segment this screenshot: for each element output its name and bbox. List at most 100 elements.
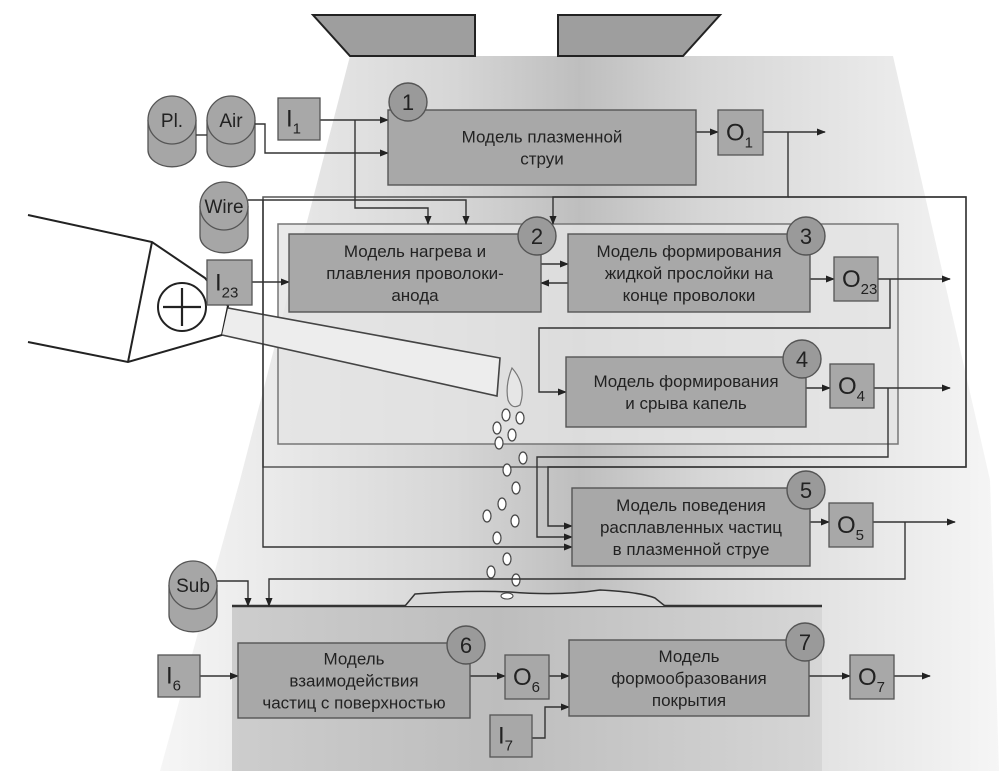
block-number: 3 [800,224,812,249]
source-label: Wire [204,197,243,218]
block-text-line: в плазменной струе [613,540,770,559]
io-main-label: O [858,664,877,691]
block-number-badge [446,625,486,665]
arrow-o5-to-substrate [265,522,906,607]
block-text-line: плавления проволоки- [326,264,504,283]
block-text-line: Модель [323,650,384,669]
block-text-line: анода [391,286,439,305]
source-label: Sub [176,576,210,597]
block-number: 2 [531,224,543,249]
droplet [515,411,525,425]
block-number: 1 [402,90,414,115]
io-subscript: 7 [505,738,513,755]
io-main-label: O [838,373,857,400]
block-number: 7 [799,630,811,655]
block-number-badge [786,216,826,256]
block-number: 5 [800,478,812,503]
droplets [482,408,528,600]
svg-text:O1: O1 [726,120,753,152]
io-main-label: I [498,723,505,750]
svg-text:I6: I6 [166,663,181,695]
droplet [501,408,511,422]
input-i1: I1 [277,97,321,141]
source-label: Air [219,111,243,132]
svg-text:I1: I1 [286,106,301,138]
input-i7: I7 [489,714,533,758]
block-text-line: жидкой прослойки на [605,264,774,283]
io-main-label: O [513,664,532,691]
output-o23: O23 [833,256,879,302]
block-number-badge [782,339,822,379]
source-cylinder-sub: Sub [168,560,218,633]
output-o6: O6 [504,654,550,700]
block-text-line: расплавленных частиц [600,518,782,537]
droplet [502,463,512,477]
droplet [511,573,521,587]
droplet [507,428,517,442]
block-text-line: частиц с поверхностью [262,694,445,713]
arrow-wire-to-block2 [248,199,470,225]
io-subscript: 23 [861,281,878,298]
io-main-label: O [837,512,856,539]
arrow-i7-to-block7 [532,703,570,739]
block-number-badge [517,216,557,256]
input-i23: I23 [206,259,253,306]
source-cylinder-wire: Wire [199,181,249,254]
block-text-line: взаимодействия [289,672,418,691]
io-subscript: 1 [745,135,753,152]
coating-layer [404,589,666,607]
svg-text:O4: O4 [838,373,865,405]
block-text-line: Модель поведения [616,496,766,515]
block-text-line: Модель плазменной [462,128,623,147]
io-main-label: O [726,120,745,147]
arrow-o23-to-block4 [538,279,891,396]
output-o4: O4 [829,363,875,409]
svg-text:I23: I23 [215,270,238,302]
io-subscript: 6 [173,678,181,695]
io-subscript: 23 [222,285,239,302]
block-number-badge [785,622,825,662]
input-i6: I6 [157,654,201,698]
block-text-line: Модель нагрева и [344,242,486,261]
output-o5: O5 [828,502,874,548]
svg-text:O23: O23 [842,266,877,298]
io-subscript: 7 [877,679,885,696]
io-subscript: 1 [293,121,301,138]
arrow-wire-to-block5 [262,200,573,551]
arrow-o4-to-block5 [536,388,889,541]
anode-symbol [157,282,207,332]
model-block-2: Модель нагрева и плавления проволоки-анод… [288,216,557,313]
svg-text:O5: O5 [837,512,864,544]
droplet [497,497,507,511]
block-number: 4 [796,347,808,372]
molten-drop [506,366,523,408]
model-block-5: Модель поведения расплавленных частиц в пл… [571,470,826,567]
droplet [510,514,520,528]
block-text-line: формообразования [611,669,766,688]
block-text-line: покрытия [652,691,726,710]
output-o1: O1 [717,109,764,156]
io-main-label: I [166,663,173,690]
droplet [494,436,504,450]
arrow-o1-to-block2 [549,132,789,225]
io-subscript: 4 [857,388,865,405]
svg-text:O6: O6 [513,664,540,696]
svg-text:O7: O7 [858,664,885,696]
arrow-i1-to-block2 [354,120,432,225]
block-text-line: конце проволоки [623,286,756,305]
block-text-line: и срыва капель [625,394,747,413]
svg-text:I7: I7 [498,723,513,755]
arrow-sub-to-substrate [217,580,252,607]
io-subscript: 6 [532,679,540,696]
block-number-badge [786,470,826,510]
source-cylinder-air: Air [206,95,256,168]
io-main-label: O [842,266,861,293]
arrow-air-to-block1 [255,123,389,157]
droplet [500,592,514,600]
droplet [492,421,502,435]
